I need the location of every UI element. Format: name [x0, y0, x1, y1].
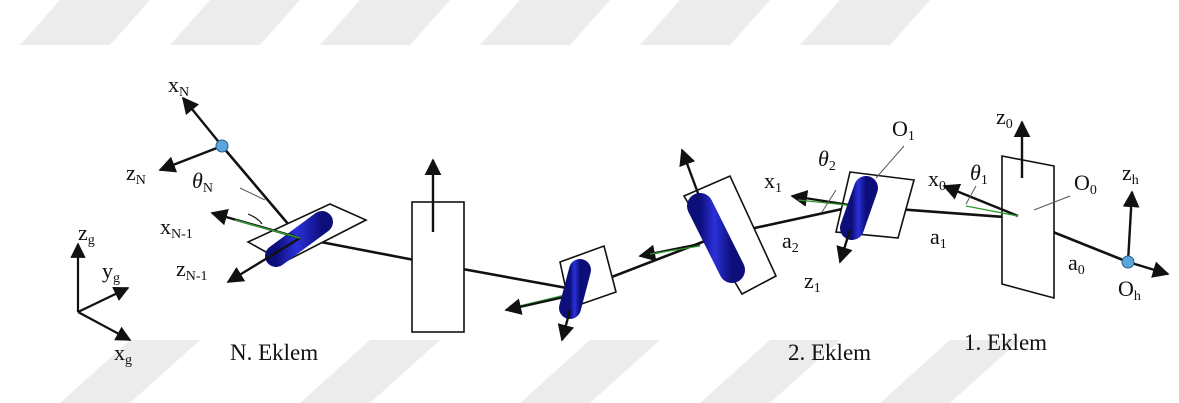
joint-n — [246, 203, 368, 267]
label-a1: a1 — [930, 224, 947, 252]
joint-2 — [790, 145, 916, 264]
label-O1: O1 — [892, 116, 915, 144]
caption-joint-2: 2. Eklem — [788, 340, 871, 365]
joint-2-cylinder — [840, 176, 878, 240]
joint-1 — [942, 120, 1071, 300]
label-O0: O0 — [1074, 170, 1097, 198]
watermark-pattern — [20, 0, 1020, 403]
joint-3-cylinder — [559, 259, 591, 319]
joint-n-offset-line — [234, 219, 301, 239]
joint-3 — [504, 244, 617, 342]
joint-1-x-axis — [942, 183, 1019, 218]
joint-intermediate — [679, 148, 778, 296]
label-yg: yg — [102, 258, 120, 286]
label-zh: zh — [1122, 160, 1139, 188]
caption-joint-n: N. Eklem — [230, 340, 318, 365]
label-x0: x0 — [928, 166, 946, 194]
label-zg: zg — [78, 220, 95, 248]
frame-labels: xN zN θN xN-1 zN-1 zg yg xg x1 θ2 O1 a2 … — [78, 72, 1141, 368]
joint-2-angle-leader — [821, 189, 837, 213]
label-xg: xg — [114, 340, 132, 368]
label-xN-1: xN-1 — [160, 214, 193, 242]
joint-4 — [411, 158, 465, 333]
joint-2-z-axis — [836, 229, 853, 264]
joint-3-z-axis — [557, 309, 575, 342]
joint-2-link-offset — [649, 245, 701, 255]
label-zN: zN — [126, 160, 146, 188]
label-theta2: θ2 — [818, 146, 836, 174]
joint-1-origin-leader — [1033, 195, 1071, 211]
joint-captions: N. Eklem 2. Eklem 1. Eklem — [230, 330, 1047, 365]
label-x1: x1 — [764, 168, 782, 196]
base-frame — [1121, 190, 1170, 278]
label-z0: z0 — [996, 104, 1013, 132]
caption-joint-1: 1. Eklem — [964, 330, 1047, 355]
base-origin-point — [1121, 255, 1135, 269]
joint-2-origin-leader — [875, 145, 905, 179]
label-z1: z1 — [804, 268, 821, 296]
joint-n-origin-point — [215, 139, 229, 153]
label-xN: xN — [168, 72, 189, 100]
joint-1-angle-leader — [965, 185, 977, 205]
label-theta1: θ1 — [970, 160, 988, 188]
label-thetaN: θN — [192, 168, 213, 196]
label-a0: a0 — [1068, 250, 1085, 278]
label-a2: a2 — [782, 228, 799, 256]
label-zN-1: zN-1 — [176, 256, 208, 284]
label-Oh: Oh — [1118, 276, 1141, 304]
global-frame — [70, 242, 132, 341]
joint-2-offset-line — [797, 199, 857, 207]
joint-intermediate-cylinder — [687, 193, 745, 283]
